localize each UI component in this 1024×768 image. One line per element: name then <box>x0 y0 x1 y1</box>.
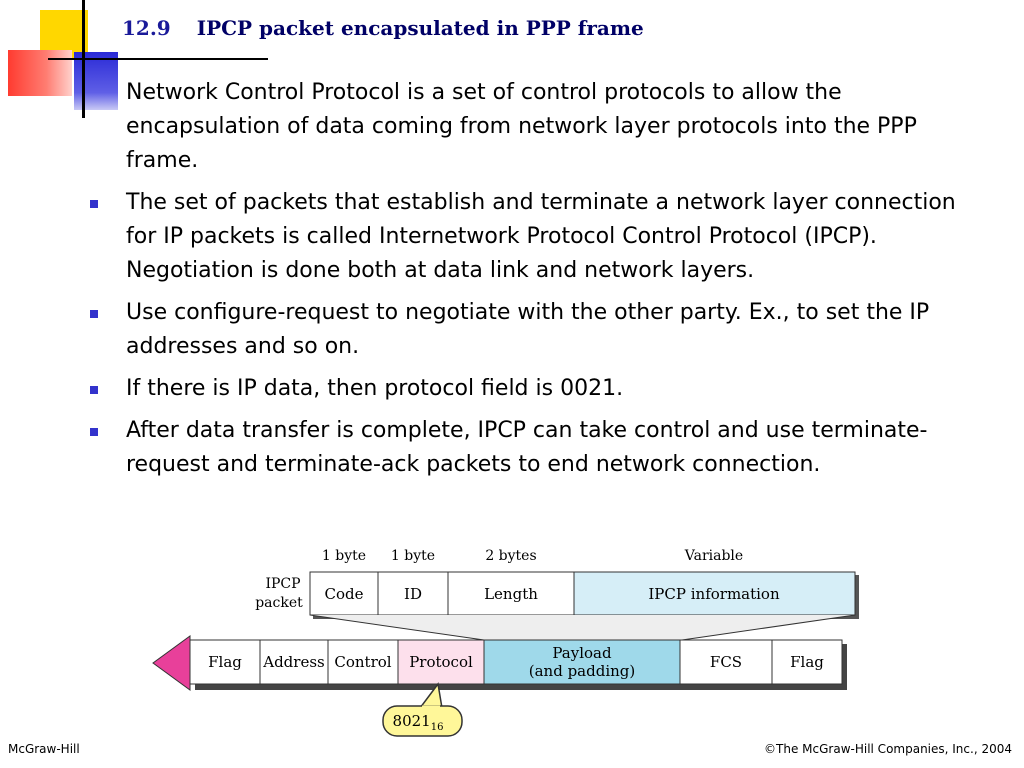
size-label-length: 2 bytes <box>485 548 536 564</box>
footer-copyright: ©The McGraw-Hill Companies, Inc., 2004 <box>764 742 1012 756</box>
ipcp-field-length <box>447 571 575 616</box>
decor-blue-block <box>74 52 118 110</box>
slide-title: 12.9 IPCP packet encapsulated in PPP fram… <box>122 16 644 40</box>
frame-protocol-text: Protocol <box>409 653 473 671</box>
ipcp-field-id <box>377 571 449 616</box>
bullet-item: Network Control Protocol is a set of con… <box>90 76 970 178</box>
slide-number: 12.9 <box>122 16 171 40</box>
frame-address-text: Address <box>262 653 324 671</box>
decor-horizontal-line <box>48 58 268 60</box>
ipcp-field-code <box>309 571 379 616</box>
size-label-info: Variable <box>684 548 743 564</box>
bullet-text: If there is IP data, then protocol field… <box>126 376 624 401</box>
callout-text: 802116 <box>393 712 444 733</box>
square-bullet-icon <box>90 200 98 208</box>
bullet-text: After data transfer is complete, IPCP ca… <box>126 418 928 477</box>
bullet-text: Network Control Protocol is a set of con… <box>126 80 917 173</box>
direction-arrow-icon <box>152 635 191 691</box>
bullet-item: If there is IP data, then protocol field… <box>90 372 970 406</box>
frame-control-text: Control <box>334 653 391 671</box>
callout-subscript: 16 <box>431 722 444 733</box>
frame-flag-end-text: Flag <box>790 653 824 671</box>
ipcp-id-text: ID <box>404 585 422 603</box>
frame-field-payload <box>483 639 681 685</box>
frame-flag-start-text: Flag <box>208 653 242 671</box>
funnel-line-right <box>681 614 856 641</box>
bullet-item: The set of packets that establish and te… <box>90 186 970 288</box>
bullet-list: Network Control Protocol is a set of con… <box>90 76 970 490</box>
size-label-code: 1 byte <box>322 548 366 564</box>
frame-field-flag-start <box>189 639 261 685</box>
bullet-item: After data transfer is complete, IPCP ca… <box>90 414 970 482</box>
square-bullet-icon <box>90 428 98 436</box>
ipcp-code-text: Code <box>325 585 364 603</box>
slide-title-text: IPCP packet encapsulated in PPP frame <box>196 16 644 40</box>
callout-value: 8021 <box>393 712 431 730</box>
square-bullet-icon <box>90 310 98 318</box>
frame-padding-text: (and padding) <box>529 662 636 680</box>
bullet-text: The set of packets that establish and te… <box>126 190 956 283</box>
ipcp-label-line1: IPCP <box>265 576 300 592</box>
funnel-line-left <box>309 614 485 641</box>
bullet-item: Use configure-request to negotiate with … <box>90 296 970 364</box>
bullet-text: Use configure-request to negotiate with … <box>126 300 930 359</box>
frame-fcs-text: FCS <box>710 653 742 671</box>
decor-red-block <box>8 50 72 96</box>
frame-field-flag-end <box>771 639 843 685</box>
size-label-id: 1 byte <box>391 548 435 564</box>
funnel-shade <box>310 615 855 640</box>
ipcp-label-line2: packet <box>255 595 303 611</box>
frame-field-address <box>259 639 329 685</box>
ipcp-length-text: Length <box>484 585 538 603</box>
ipcp-info-text: IPCP information <box>648 585 780 603</box>
frame-payload-text: Payload <box>552 644 612 662</box>
square-bullet-icon <box>90 386 98 394</box>
footer-publisher: McGraw-Hill <box>8 742 80 756</box>
